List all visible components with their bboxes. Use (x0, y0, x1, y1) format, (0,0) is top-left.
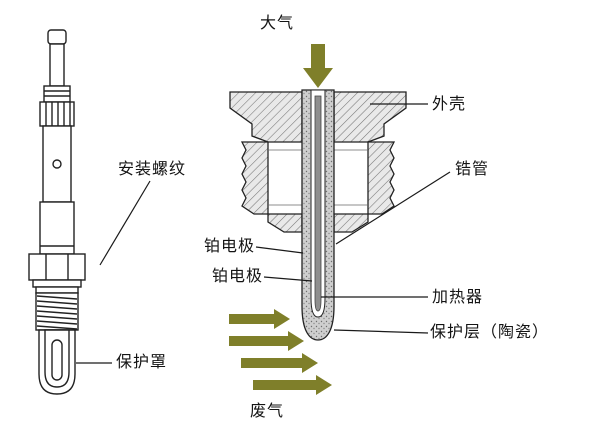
housing-collar-right (333, 213, 369, 233)
leader-platinum-outer (255, 246, 304, 254)
label-protective-layer: 保护层（陶瓷） (430, 324, 550, 341)
exhaust-flow-arrow-icon (253, 375, 332, 395)
leader-protective-layer (333, 329, 429, 334)
label-atmosphere: 大气 (260, 15, 295, 32)
exhaust-flow-arrow-icon (229, 309, 290, 329)
leader-platinum-inner (263, 276, 313, 282)
housing-collar-left (267, 213, 303, 233)
heater-rod (314, 95, 322, 312)
label-shell: 外壳 (432, 96, 467, 113)
housing-flange-right (333, 91, 407, 143)
sensor-ribbed-collar (39, 101, 75, 127)
housing-flange-left (229, 91, 303, 143)
label-protective-cover: 保护罩 (116, 354, 168, 371)
label-platinum-electrode-inner: 铂电极 (212, 268, 264, 285)
atmosphere-flow-arrow-icon (303, 44, 333, 88)
leader-lines (76, 103, 451, 364)
leader-mounting-thread (99, 180, 151, 266)
sensor-crimp (43, 85, 71, 103)
sensor-hex-nut (28, 253, 86, 281)
sensor-external-view (28, 29, 86, 395)
label-mounting-thread: 安装螺纹 (118, 161, 187, 178)
housing-thread-left (240, 141, 269, 215)
exhaust-flow-arrow-icon (229, 331, 304, 351)
sensor-cable-sleeve (49, 43, 65, 87)
label-zirconia-tube: 锆管 (455, 161, 490, 178)
leader-zirconia-tube (335, 171, 451, 245)
sensor-cable-cap (47, 29, 67, 45)
label-exhaust-gas: 废气 (250, 403, 285, 420)
sensor-cross-section (229, 89, 407, 341)
label-platinum-electrode-outer: 铂电极 (204, 238, 256, 255)
sensor-vent-hole (52, 159, 62, 169)
sensor-washer (32, 279, 82, 288)
housing-thread-right (367, 141, 396, 215)
label-heater: 加热器 (432, 289, 484, 306)
sensor-shield-slot (51, 339, 63, 381)
exhaust-flow-arrow-icon (241, 353, 318, 373)
flow-arrows (229, 44, 333, 395)
